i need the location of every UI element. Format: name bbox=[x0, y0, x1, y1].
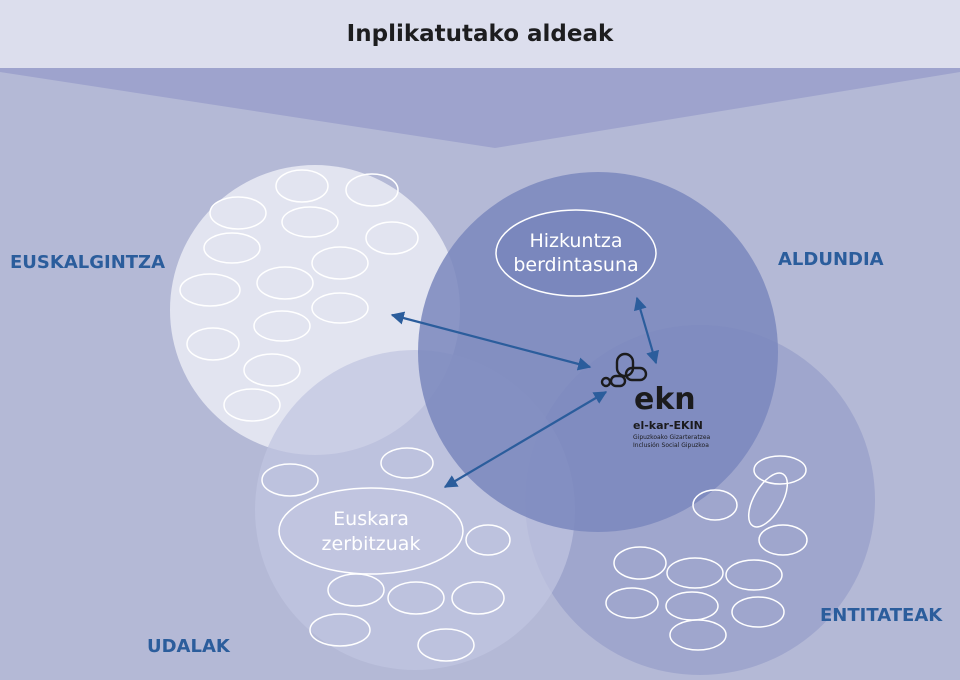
funnel-shape bbox=[0, 68, 960, 148]
arrow-aldundia-ekin bbox=[633, 296, 660, 365]
header-bar: Inplikatutako aldeak bbox=[0, 0, 960, 68]
ekin-logo-mark: ekn bbox=[634, 382, 696, 417]
label-udalak: UDALAK bbox=[147, 636, 231, 657]
page-title: Inplikatutako aldeak bbox=[346, 21, 614, 47]
arrow-euskalgintza-ekin bbox=[390, 311, 592, 371]
arrows bbox=[390, 296, 660, 488]
ekin-logo: ekn el-kar-EKIN Gipuzkoako Gizarteratzea… bbox=[600, 352, 711, 449]
bubble-udalak bbox=[278, 487, 464, 575]
label-aldundia: ALDUNDIA bbox=[778, 249, 884, 270]
ellipses-entitateak bbox=[605, 455, 808, 651]
bubble-aldundia-line1: Hizkuntza bbox=[529, 230, 622, 252]
bubble-udalak-line2: zerbitzuak bbox=[322, 533, 421, 555]
ekin-logo-name: el-kar-EKIN bbox=[633, 419, 703, 432]
ellipses-udalak bbox=[261, 447, 511, 662]
ekin-logo-line2: Inclusión Social Gipuzkoa bbox=[633, 442, 709, 449]
bubble-aldundia-line2: berdintasuna bbox=[513, 254, 638, 276]
bubble-udalak-line1: Euskara bbox=[333, 508, 409, 530]
ekin-logo-line1: Gipuzkoako Gizarteratzea bbox=[633, 434, 711, 441]
ellipses-euskalgintza bbox=[179, 169, 419, 422]
ekin-chain-icon bbox=[600, 352, 648, 388]
bubble-aldundia bbox=[495, 209, 657, 297]
label-entitateak: ENTITATEAK bbox=[820, 605, 943, 626]
label-euskalgintza: EUSKALGINTZA bbox=[10, 252, 165, 273]
arrow-udalak-ekin bbox=[443, 391, 608, 488]
